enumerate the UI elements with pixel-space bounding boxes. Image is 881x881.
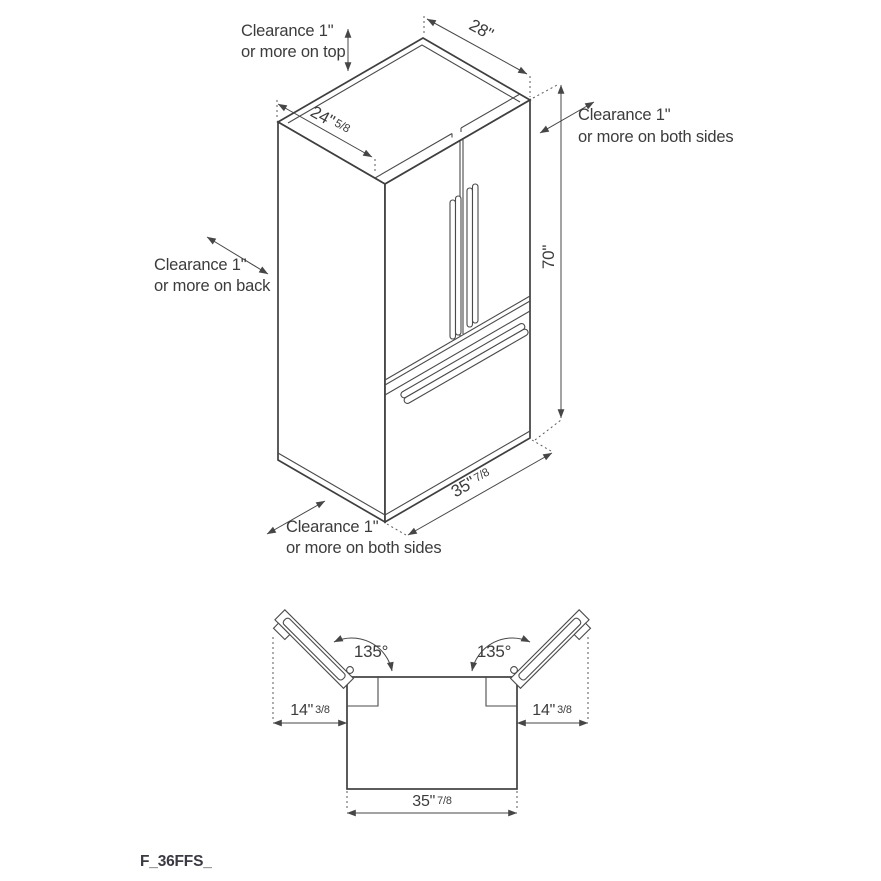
top-view bbox=[272, 609, 592, 817]
left-swing-arc bbox=[333, 635, 394, 672]
right-door-handle bbox=[466, 183, 479, 328]
dim-depth-total-28 bbox=[423, 16, 531, 97]
iso-dimensions bbox=[206, 16, 595, 536]
clearance-bottom-line2: or more on both sides bbox=[286, 539, 442, 557]
left-door-handle bbox=[449, 195, 462, 340]
dim-door-right-label: 14"3/8 bbox=[532, 702, 572, 719]
clearance-back-line2: or more on back bbox=[154, 277, 271, 295]
clearance-back-label: Clearance 1" or more on back bbox=[154, 255, 270, 297]
left-open-door bbox=[272, 609, 355, 690]
model-code: F_36FFS_ bbox=[140, 853, 212, 870]
iso-refrigerator bbox=[276, 37, 532, 524]
dim-door-left-label: 14"3/8 bbox=[290, 702, 330, 719]
dim-height-label: 70" bbox=[539, 244, 558, 270]
dim-width-35-iso bbox=[386, 439, 553, 536]
freezer-drawer-handle bbox=[400, 322, 529, 405]
door-angle-left-label: 135° bbox=[353, 642, 389, 661]
clearance-right-arrow bbox=[539, 101, 595, 134]
clearance-bottom-label: Clearance 1" or more on both sides bbox=[286, 517, 442, 559]
clearance-top-line2: or more on top bbox=[241, 43, 346, 61]
freezer-drawer-split bbox=[384, 295, 531, 396]
right-hinge-notch bbox=[485, 677, 517, 707]
right-swing-arc bbox=[470, 635, 531, 672]
top-face-rim bbox=[287, 44, 521, 124]
clearance-right-label: Clearance 1" or more on both sides bbox=[578, 104, 734, 148]
clearance-bottom-arrow bbox=[266, 500, 326, 535]
right-open-door bbox=[509, 609, 592, 690]
door-top-strip bbox=[374, 93, 521, 179]
clearance-back-line1: Clearance 1" bbox=[154, 256, 247, 274]
right-hinge-pivot bbox=[510, 666, 518, 674]
left-hinge-notch bbox=[347, 677, 379, 707]
clearance-bottom-line1: Clearance 1" bbox=[286, 518, 379, 536]
top-view-extensions bbox=[272, 637, 589, 810]
dim-height-70 bbox=[532, 83, 565, 441]
clearance-top-label: Clearance 1" or more on top bbox=[241, 21, 346, 63]
dim-width-top-label: 35"7/8 bbox=[412, 793, 452, 810]
clearance-top-line1: Clearance 1" bbox=[241, 22, 334, 40]
door-angle-right-label: 135° bbox=[476, 642, 512, 661]
top-view-dimensions bbox=[272, 719, 589, 817]
clearance-right-line2: or more on both sides bbox=[578, 128, 734, 146]
dim-depth-cabinet-24 bbox=[276, 100, 376, 173]
clearance-back-arrow bbox=[206, 236, 269, 275]
clearance-right-line1: Clearance 1" bbox=[578, 106, 671, 124]
cabinet-outline bbox=[346, 676, 518, 790]
left-hinge-pivot bbox=[346, 666, 354, 674]
